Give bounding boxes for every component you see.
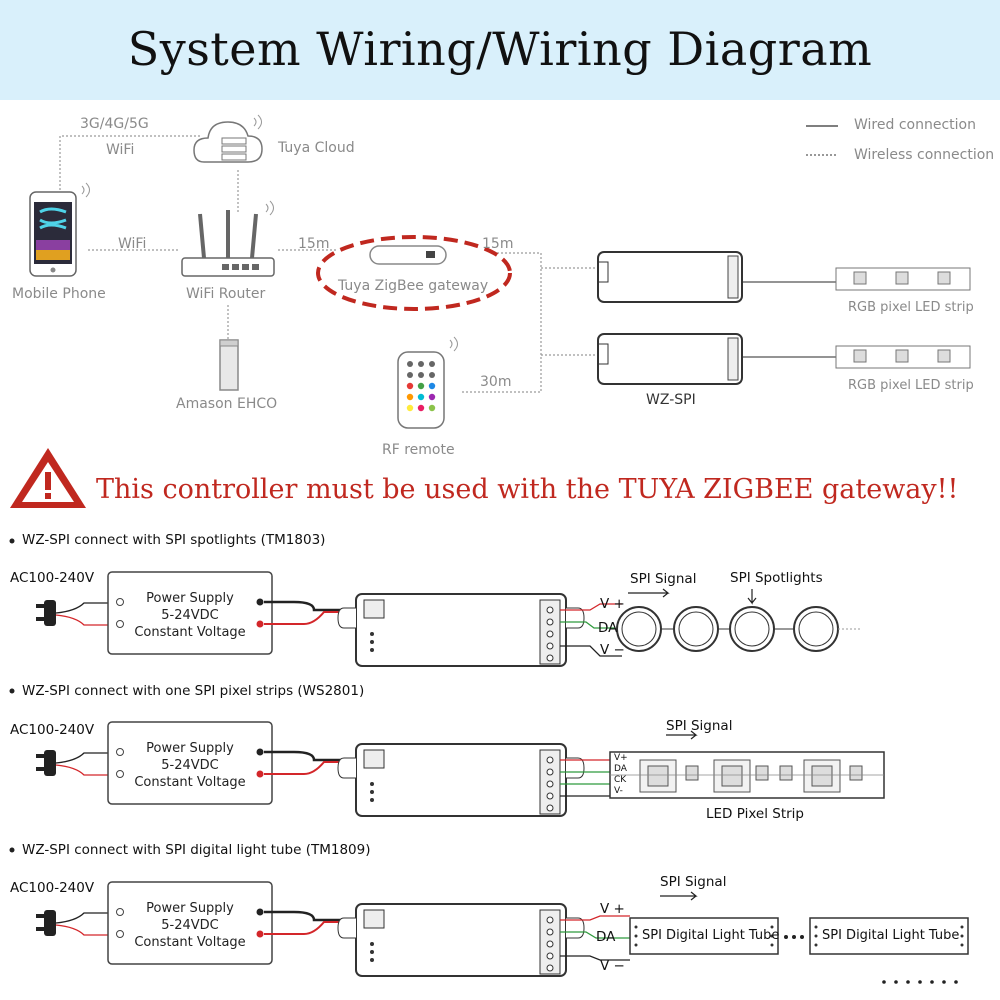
wz-spi-controller-1 bbox=[337, 593, 585, 667]
tube-label-2: SPI Digital Light Tube bbox=[822, 928, 960, 943]
section-1-wiring bbox=[36, 571, 860, 667]
strip-wires bbox=[742, 281, 836, 358]
plug-icon-1 bbox=[36, 600, 120, 626]
distance-label-3: 30m bbox=[480, 374, 512, 390]
spi-signal-label-1: SPI Signal bbox=[630, 571, 697, 587]
ps-line1: Power Supply bbox=[146, 591, 234, 606]
spi-signal-label-2: SPI Signal bbox=[666, 718, 733, 734]
legend-wired-label: Wired connection bbox=[854, 117, 976, 133]
ps-line2: 5-24VDC bbox=[161, 918, 219, 933]
pin-vminus-2: V- bbox=[614, 786, 623, 796]
ps-line3: Constant Voltage bbox=[134, 775, 246, 790]
power-supply-text-3: Power Supply 5-24VDC Constant Voltage bbox=[108, 900, 272, 951]
power-supply-1 bbox=[107, 571, 273, 655]
strip-label-1: RGB pixel LED strip bbox=[848, 300, 974, 315]
legend-wireless-label: Wireless connection bbox=[854, 147, 995, 163]
warning-text: This controller must be used with the TU… bbox=[96, 474, 959, 505]
plug-icon-2 bbox=[36, 750, 120, 776]
rf-remote-icon bbox=[397, 336, 458, 429]
page-title: System Wiring/Wiring Diagram bbox=[127, 22, 873, 76]
bullet-3 bbox=[9, 847, 15, 853]
plug-icon-3 bbox=[36, 910, 120, 936]
led-pixel-strip bbox=[609, 751, 885, 799]
pin-vminus-3: V − bbox=[600, 958, 625, 974]
spotlight-pointer bbox=[747, 589, 757, 605]
gateway-label: Tuya ZigBee gateway bbox=[338, 278, 489, 294]
ps-line2: 5-24VDC bbox=[161, 758, 219, 773]
wz-spi-controller-3 bbox=[337, 903, 585, 977]
bullet-1 bbox=[9, 538, 15, 544]
strip-label-2: RGB pixel LED strip bbox=[848, 378, 974, 393]
spi-signal-label-3: SPI Signal bbox=[660, 874, 727, 890]
section-1-heading: WZ-SPI connect with SPI spotlights (TM18… bbox=[22, 532, 326, 548]
ps-line2: 5-24VDC bbox=[161, 608, 219, 623]
distance-label-1: 15m bbox=[298, 236, 330, 252]
ac-label-2: AC100-240V bbox=[10, 722, 95, 738]
tube-end-dots bbox=[882, 980, 958, 984]
pin-vplus-3: V + bbox=[600, 901, 625, 917]
controller-top-2 bbox=[597, 333, 743, 385]
digital-light-tube-2 bbox=[809, 917, 969, 955]
network-label: 3G/4G/5G bbox=[80, 116, 149, 132]
digital-light-tube-1 bbox=[629, 917, 779, 955]
led-pixel-strip-label: LED Pixel Strip bbox=[706, 806, 804, 822]
pin-vminus-1: V − bbox=[600, 642, 625, 658]
section-3-wiring bbox=[36, 881, 969, 984]
wifi-label-top: WiFi bbox=[106, 142, 135, 158]
power-supply-2 bbox=[107, 721, 273, 805]
ac-label-3: AC100-240V bbox=[10, 880, 95, 896]
ps-line1: Power Supply bbox=[146, 901, 234, 916]
pin-vplus-1: V + bbox=[600, 596, 625, 612]
ps-line3: Constant Voltage bbox=[134, 935, 246, 950]
controller-label: WZ-SPI bbox=[646, 392, 696, 408]
signal-arrow-2 bbox=[666, 730, 698, 740]
pin-vplus-2: V+ bbox=[614, 753, 628, 763]
rgb-pixel-strip-top-1 bbox=[835, 267, 971, 291]
pin-da-3: DA bbox=[596, 929, 616, 945]
remote-label: RF remote bbox=[382, 442, 455, 458]
power-supply-text-2: Power Supply 5-24VDC Constant Voltage bbox=[108, 740, 272, 791]
gateway-highlight-ring bbox=[316, 235, 512, 311]
cloud-icon bbox=[193, 114, 263, 163]
mobile-phone-icon bbox=[29, 182, 90, 277]
controller-top-1 bbox=[597, 251, 743, 303]
section-3-heading: WZ-SPI connect with SPI digital light tu… bbox=[22, 842, 371, 858]
zigbee-gateway-icon bbox=[316, 235, 512, 311]
power-supply-3 bbox=[107, 881, 273, 965]
distance-label-2: 15m bbox=[482, 236, 514, 252]
ps-line1: Power Supply bbox=[146, 741, 234, 756]
tube-label-1: SPI Digital Light Tube bbox=[642, 928, 780, 943]
spotlights-label: SPI Spotlights bbox=[730, 570, 823, 586]
network-lines bbox=[59, 135, 598, 393]
pin-da-2: DA bbox=[614, 764, 627, 774]
echo-label: Amason EHCO bbox=[176, 396, 278, 412]
ac-label-1: AC100-240V bbox=[10, 570, 95, 586]
tube-continuation-dots bbox=[784, 935, 804, 939]
section-2-wiring bbox=[36, 721, 885, 817]
bullet-2 bbox=[9, 688, 15, 694]
wifi-router-icon bbox=[181, 200, 275, 277]
signal-arrow-1 bbox=[628, 588, 670, 598]
amazon-echo-icon bbox=[219, 339, 239, 391]
pin-da-1: DA bbox=[598, 620, 618, 636]
pin-ck-2: CK bbox=[614, 775, 627, 785]
warning-icon bbox=[10, 448, 86, 508]
router-label: WiFi Router bbox=[186, 286, 266, 302]
phone-label: Mobile Phone bbox=[12, 286, 106, 302]
ps-line3: Constant Voltage bbox=[134, 625, 246, 640]
section-2-heading: WZ-SPI connect with one SPI pixel strips… bbox=[22, 683, 365, 699]
wifi-label-mid: WiFi bbox=[118, 236, 147, 252]
rgb-pixel-strip-top-2 bbox=[835, 345, 971, 369]
wz-spi-controller-2 bbox=[337, 743, 585, 817]
cloud-label: Tuya Cloud bbox=[278, 140, 355, 156]
spotlight bbox=[616, 606, 839, 652]
title-banner: System Wiring/Wiring Diagram bbox=[0, 0, 1000, 100]
signal-arrow-3 bbox=[660, 891, 698, 901]
power-supply-text-1: Power Supply 5-24VDC Constant Voltage bbox=[108, 590, 272, 641]
